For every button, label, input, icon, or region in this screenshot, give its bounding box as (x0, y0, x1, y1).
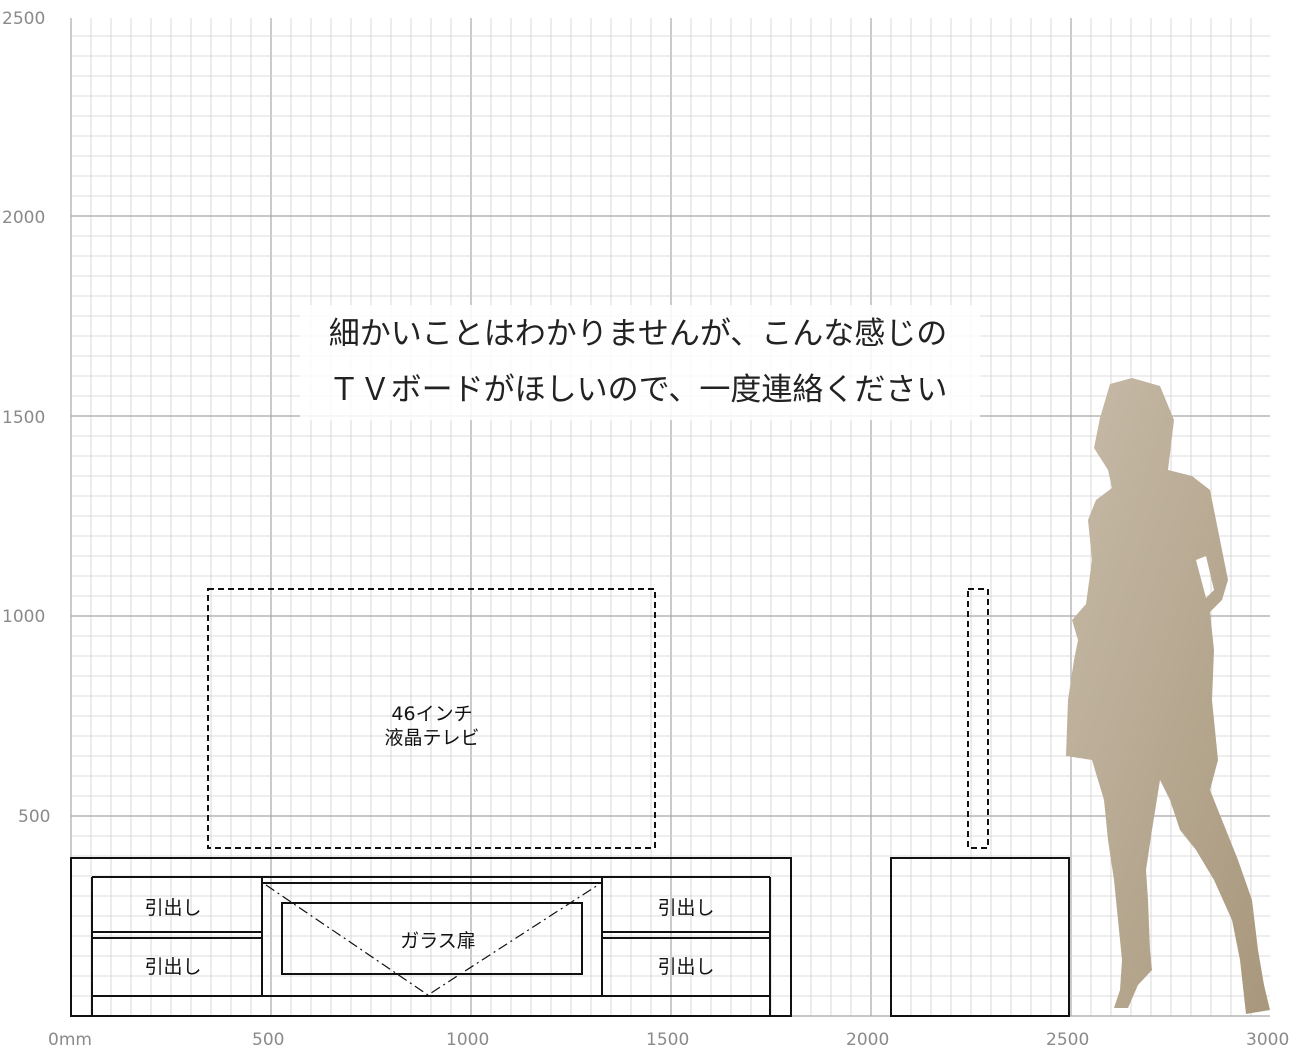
y-tick-label: 2000 (2, 208, 45, 228)
x-tick-label: 1000 (446, 1030, 489, 1050)
y-axis: 2500 2000 1500 1000 500 (2, 9, 50, 827)
note-line-1: 細かいことはわかりませんが、こんな感じの (329, 316, 947, 352)
person-silhouette (1066, 378, 1270, 1014)
tv-label-size: 46インチ (391, 703, 472, 725)
y-tick-label: 1500 (2, 408, 45, 428)
drawer-label-left-top: 引出し (144, 897, 201, 919)
drawer-label-right-top: 引出し (657, 897, 714, 919)
tv-board-front: 引出し 引出し ガラス扉 引出し 引出し (70, 857, 792, 1017)
tv-board-side (890, 857, 1070, 1017)
x-tick-label: 2000 (846, 1030, 889, 1050)
y-tick-label: 1000 (2, 607, 45, 627)
y-tick-label: 500 (18, 807, 50, 827)
drawer-label-right-bottom: 引出し (657, 956, 714, 978)
note-line-2: ＴＶボードがほしいので、一度連絡ください (329, 372, 948, 408)
x-tick-label: 0mm (48, 1030, 92, 1050)
x-tick-label: 2500 (1046, 1030, 1089, 1050)
tv-side-outline (967, 588, 989, 849)
x-tick-label: 500 (252, 1030, 284, 1050)
y-tick-label: 2500 (2, 9, 45, 29)
drawer-label-left-bottom: 引出し (144, 956, 201, 978)
x-tick-label: 3000 (1246, 1030, 1289, 1050)
x-tick-label: 1500 (646, 1030, 689, 1050)
request-note: 細かいことはわかりませんが、こんな感じの ＴＶボードがほしいので、一度連絡くださ… (300, 305, 980, 420)
glass-door-label: ガラス扉 (400, 930, 476, 952)
tv-label-type: 液晶テレビ (384, 727, 479, 749)
x-axis: 0mm 500 1000 1500 2000 2500 3000 (48, 1030, 1289, 1050)
tv-outline: 46インチ 液晶テレビ (207, 588, 656, 849)
